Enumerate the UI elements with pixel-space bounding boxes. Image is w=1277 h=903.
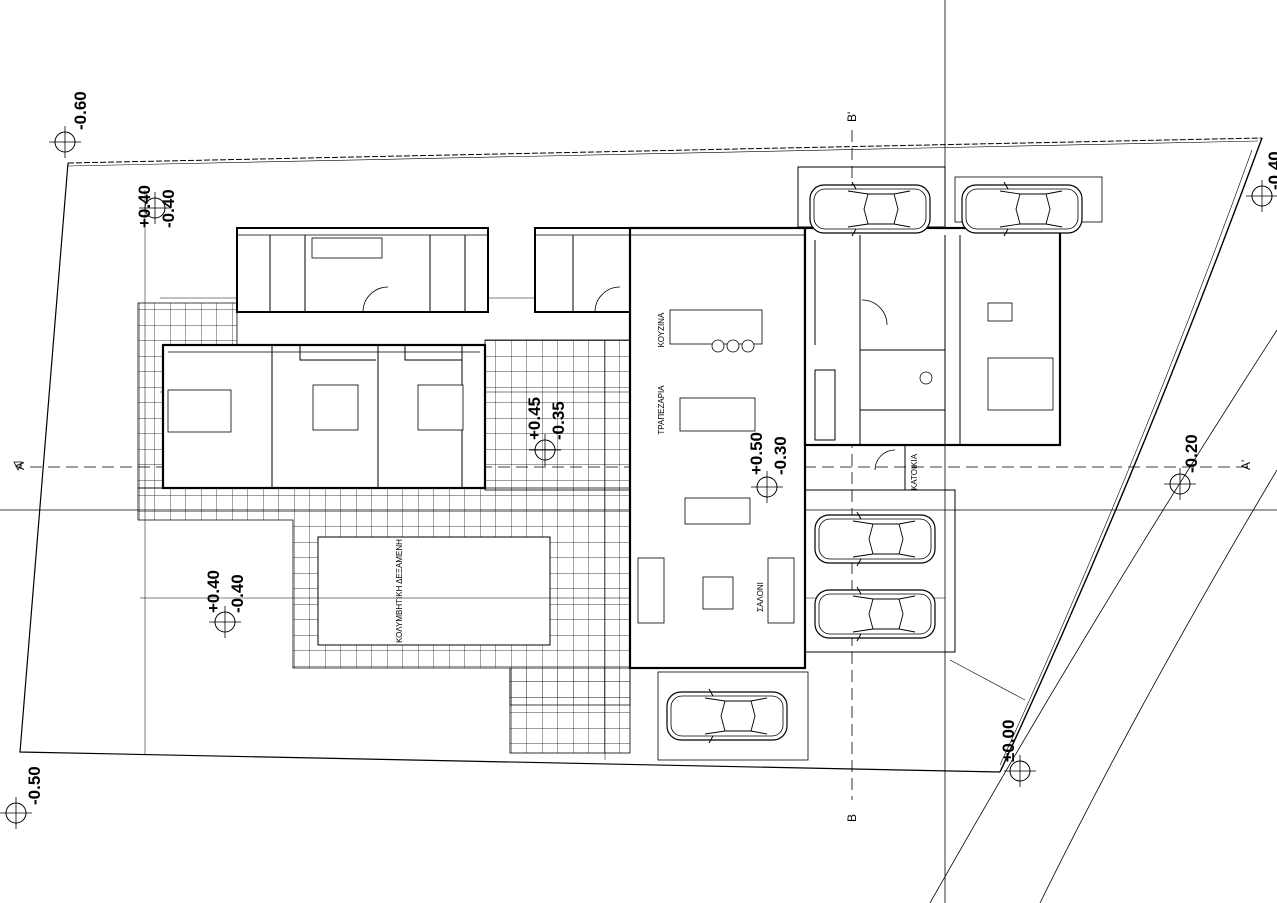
kitchen-label: ΚΟΥΖΙΝΑ [657, 312, 666, 347]
level-label: -0.35 [549, 401, 568, 440]
section-b-prime-label: B' [845, 112, 859, 122]
section-arrow-icon [13, 461, 23, 471]
level-label: -0.50 [25, 766, 44, 805]
level-label: +0.40 [135, 185, 154, 228]
car-icon [814, 586, 936, 642]
level-label: -0.40 [159, 189, 178, 228]
living-label: ΣΑΛΟΝΙ [756, 582, 765, 612]
level-label: -0.30 [771, 436, 790, 475]
plot-boundary [19, 137, 1277, 903]
level-label: -0.20 [1182, 434, 1201, 473]
car-icon [809, 181, 931, 237]
level-label: ±0.00 [999, 720, 1018, 762]
level-label: -0.60 [71, 91, 90, 130]
level-label: +0.50 [747, 432, 766, 475]
garage-spaces [657, 166, 1103, 761]
level-label: -0.40 [228, 574, 247, 613]
swimming-pool: ΚΟΛΥΜΒΗΤΙΚΗ ΔΕΞΑΜΕΝΗ [317, 536, 551, 646]
level-label: +0.40 [204, 570, 223, 613]
house-walls [161, 226, 1062, 670]
section-markers: A A' B' B [13, 112, 1253, 822]
section-a-prime-label: A' [1239, 460, 1253, 470]
car-icon [961, 181, 1083, 237]
level-markers: -0.60 +0.40 -0.40 +0.45 -0.35 +0.50 -0.3… [0, 91, 1277, 830]
level-label: +0.45 [525, 397, 544, 440]
car-icon [666, 688, 788, 744]
residence-label: ΚΑΤΟΙΚΙΑ [910, 453, 919, 490]
section-b-label: B [845, 814, 859, 822]
level-label: -0.40 [1265, 151, 1277, 190]
car-icon [814, 511, 936, 567]
dining-label: ΤΡΑΠΕΖΑΡΙΑ [657, 385, 666, 435]
pool-label: ΚΟΛΥΜΒΗΤΙΚΗ ΔΕΞΑΜΕΝΗ [395, 539, 404, 643]
